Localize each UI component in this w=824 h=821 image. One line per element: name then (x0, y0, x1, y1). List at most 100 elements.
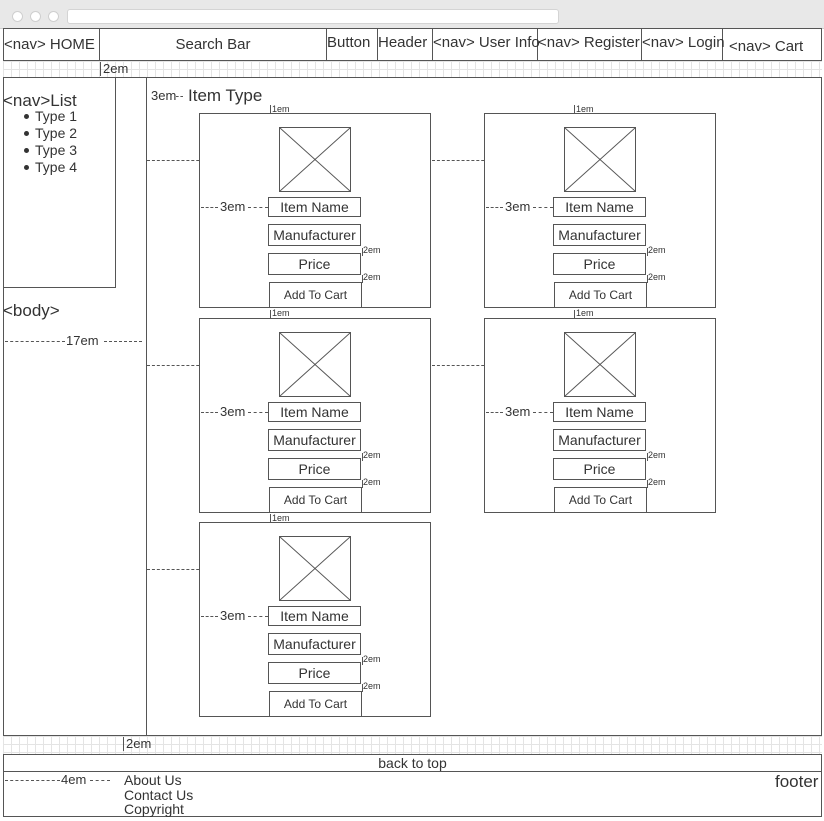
dim-tick-1em (574, 310, 575, 318)
dim-1em: 1em (272, 513, 290, 523)
dim-17em: 17em (66, 333, 99, 348)
dim-2em: 2em (363, 450, 381, 460)
dim-line-3em (201, 207, 218, 208)
dim-line-8em (147, 160, 214, 161)
dim-tick-2em (362, 248, 363, 256)
footer-link-contact[interactable]: Contact Us (124, 787, 194, 803)
dim-tick-2em (362, 657, 363, 665)
body-label: <body> (3, 301, 60, 320)
product-card[interactable]: Item Name Manufacturer Price Add To Cart (199, 318, 431, 513)
add-to-cart-button[interactable]: Add To Cart (269, 691, 362, 717)
spacing-grid-bottom (3, 736, 822, 754)
dim-tick-2em (647, 480, 648, 488)
product-card[interactable]: Item Name Manufacturer Price Add To Cart (484, 318, 716, 513)
product-image-placeholder[interactable] (279, 332, 351, 397)
dim-line-8em (147, 365, 214, 366)
footer-link-copyright[interactable]: Copyright (124, 801, 184, 817)
item-name-field: Item Name (268, 606, 361, 626)
dim-1em: 1em (576, 104, 594, 114)
dim-line-3em (248, 616, 268, 617)
dim-line-3em (533, 207, 553, 208)
product-image-placeholder[interactable] (279, 127, 351, 192)
search-bar-label: Search Bar (175, 36, 251, 53)
back-to-top-link[interactable]: back to top (3, 754, 822, 772)
dim-tick-1em (574, 105, 575, 113)
header-button[interactable]: Button (327, 29, 378, 60)
dim-line-3em-title (176, 96, 183, 97)
dim-line-3em (533, 412, 553, 413)
dim-line-8em (432, 160, 499, 161)
add-to-cart-button[interactable]: Add To Cart (554, 282, 647, 308)
dim-tick-2em (362, 684, 363, 692)
price-field: Price (268, 253, 361, 275)
window-maximize-dot[interactable] (48, 11, 59, 22)
dim-2em: 2em (363, 681, 381, 691)
add-to-cart-button[interactable]: Add To Cart (269, 282, 362, 308)
product-image-placeholder[interactable] (564, 127, 636, 192)
type-list-item[interactable]: Type 2 (3, 125, 77, 142)
item-name-field: Item Name (268, 402, 361, 422)
manufacturer-field: Manufacturer (268, 633, 361, 655)
product-card[interactable]: Item Name Manufacturer Price Add To Cart (484, 113, 716, 308)
dim-line-3em (486, 207, 503, 208)
product-image-placeholder[interactable] (564, 332, 636, 397)
nav-home[interactable]: <nav> HOME (4, 29, 100, 60)
content-gap-label: 3em (151, 88, 177, 103)
content-divider (146, 77, 147, 736)
dim-line-3em (201, 616, 218, 617)
dim-line-3em (248, 412, 268, 413)
dim-line-3em (201, 412, 218, 413)
product-image-placeholder[interactable] (279, 536, 351, 601)
item-name-field: Item Name (268, 197, 361, 217)
dim-4em: 4em (61, 772, 87, 787)
nav-cart[interactable]: <nav> Cart (723, 29, 821, 60)
spacing-marker-bottom (123, 737, 124, 751)
dim-tick-1em (270, 514, 271, 522)
nav-home-label: <nav> HOME (4, 36, 95, 53)
dim-line-17em-left (5, 341, 65, 342)
nav-login[interactable]: <nav> Login (642, 29, 725, 60)
dim-tick-2em (647, 275, 648, 283)
window-close-dot[interactable] (12, 11, 23, 22)
nav-login-label: <nav> Login (642, 34, 725, 51)
content-title: Item Type (188, 86, 263, 105)
dim-line-8em (432, 365, 499, 366)
add-to-cart-button[interactable]: Add To Cart (554, 487, 647, 513)
window-minimize-dot[interactable] (30, 11, 41, 22)
dim-2em: 2em (648, 245, 666, 255)
dim-3em: 3em (505, 199, 531, 214)
dim-3em: 3em (505, 404, 531, 419)
sidebar-nav-box (3, 77, 116, 288)
add-to-cart-button[interactable]: Add To Cart (269, 487, 362, 513)
product-card[interactable]: Item Name Manufacturer Price Add To Cart (199, 522, 431, 717)
header-button-label: Button (327, 34, 371, 51)
footer (3, 771, 822, 817)
dim-1em: 1em (576, 308, 594, 318)
type-list-item[interactable]: Type 4 (3, 159, 77, 176)
nav-register[interactable]: <nav> Register (538, 29, 642, 60)
dim-tick-2em (362, 453, 363, 461)
price-field: Price (268, 662, 361, 684)
spacing-grid-top (3, 61, 822, 77)
footer-label: footer (775, 772, 819, 791)
dim-3em: 3em (220, 404, 246, 419)
manufacturer-field: Manufacturer (553, 429, 646, 451)
dim-2em: 2em (648, 477, 666, 487)
dim-line-17em-right (104, 341, 142, 342)
nav-user-info[interactable]: <nav> User Info (433, 29, 540, 60)
browser-chrome (0, 0, 824, 29)
nav-register-label: <nav> Register (538, 34, 640, 51)
address-bar[interactable] (67, 9, 559, 24)
product-card[interactable]: Item Name Manufacturer Price Add To Cart (199, 113, 431, 308)
footer-link-about[interactable]: About Us (124, 772, 182, 788)
dim-2em: 2em (648, 450, 666, 460)
item-name-field: Item Name (553, 197, 646, 217)
manufacturer-field: Manufacturer (553, 224, 646, 246)
search-bar[interactable]: Search Bar (100, 29, 327, 60)
dim-1em: 1em (272, 308, 290, 318)
type-list-item[interactable]: Type 3 (3, 142, 77, 159)
dim-tick-1em (270, 310, 271, 318)
dim-line-3em (248, 207, 268, 208)
spacing-marker-top (100, 62, 101, 76)
type-list-item[interactable]: Type 1 (3, 108, 77, 125)
